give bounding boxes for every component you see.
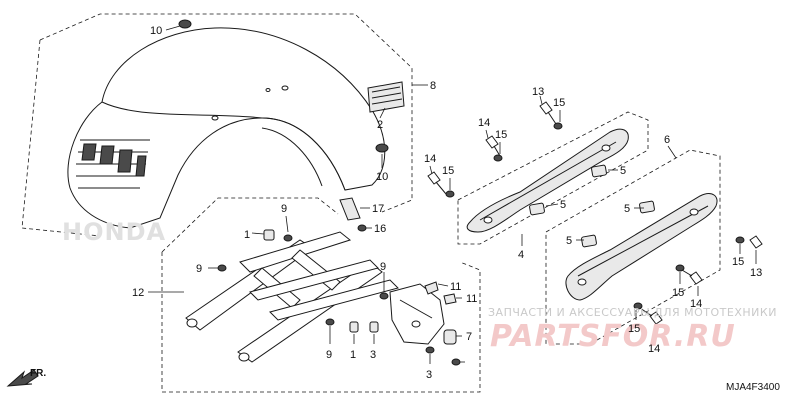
side-rail-6 bbox=[565, 193, 718, 301]
callout-9: 9 bbox=[196, 263, 202, 275]
callout-13: 13 bbox=[750, 267, 762, 279]
callout-5: 5 bbox=[624, 203, 630, 215]
pad-5d bbox=[581, 234, 597, 248]
rear-fender-assembly: HONDA bbox=[21, 13, 428, 246]
bolt-13-b bbox=[749, 235, 763, 249]
callout-14: 14 bbox=[424, 153, 436, 165]
callout-17: 17 bbox=[372, 203, 384, 215]
callout-3: 3 bbox=[426, 369, 432, 381]
watermark-text: ЗАПЧАСТИ И АКСЕССУАРЫ ДЛЯ МОТОТЕХНИКИ bbox=[488, 306, 777, 319]
callout-1: 1 bbox=[244, 229, 250, 241]
clip-11-bottom bbox=[443, 293, 457, 305]
callout-5: 5 bbox=[560, 199, 566, 211]
clip-11-top bbox=[424, 281, 439, 295]
callout-15: 15 bbox=[442, 165, 454, 177]
callout-15: 15 bbox=[732, 256, 744, 268]
washer-9-left bbox=[217, 264, 227, 272]
callout-15: 15 bbox=[628, 323, 640, 335]
side-bracket bbox=[389, 283, 445, 345]
callout-15: 15 bbox=[672, 287, 684, 299]
watermark-logo: PARTSFOR.RU bbox=[490, 319, 736, 354]
fender-frame-assembly bbox=[148, 197, 481, 393]
cap-1-bottom bbox=[349, 321, 359, 333]
bolt-14-d bbox=[649, 311, 663, 325]
callout-15: 15 bbox=[495, 129, 507, 141]
washer-9-top bbox=[283, 234, 293, 242]
bracket-17 bbox=[339, 197, 361, 221]
callout-2: 2 bbox=[377, 119, 383, 131]
direction-label: FR. bbox=[30, 368, 46, 379]
fender-grille bbox=[76, 139, 150, 189]
bolt-14-c bbox=[689, 271, 703, 285]
pad-5b bbox=[529, 202, 545, 216]
pad-5a bbox=[591, 164, 607, 178]
honda-brand-mark: HONDA bbox=[62, 218, 166, 246]
washer-9-bottom bbox=[325, 318, 335, 326]
collar-3-low bbox=[425, 346, 435, 354]
callout-9: 9 bbox=[326, 349, 332, 361]
washer-15-top bbox=[553, 122, 563, 130]
washer-9-low bbox=[451, 358, 461, 366]
washer-15-b bbox=[445, 190, 455, 198]
grommet-10-bottom bbox=[375, 143, 389, 153]
callout-4: 4 bbox=[518, 249, 524, 261]
callout-3: 3 bbox=[370, 349, 376, 361]
callout-11: 11 bbox=[466, 293, 477, 305]
callout-8: 8 bbox=[430, 80, 436, 92]
callout-14: 14 bbox=[690, 298, 702, 310]
arrow-icon bbox=[6, 369, 39, 387]
collar-3 bbox=[369, 321, 379, 333]
bolt-14-b bbox=[427, 171, 441, 185]
callout-11: 11 bbox=[450, 281, 461, 293]
washer-15-d bbox=[675, 264, 685, 272]
bolt-14-a bbox=[485, 135, 499, 149]
diagram-code: MJA4F3400 bbox=[726, 382, 780, 393]
callout-9: 9 bbox=[281, 203, 287, 215]
callout-10: 10 bbox=[376, 171, 388, 183]
callout-12: 12 bbox=[132, 287, 144, 299]
washer-9-right bbox=[379, 292, 389, 300]
reflector bbox=[367, 81, 405, 113]
cap-1-top bbox=[263, 229, 275, 241]
callout-13: 13 bbox=[532, 86, 544, 98]
callout-14: 14 bbox=[478, 117, 490, 129]
pad-5c bbox=[639, 200, 655, 214]
callout-15: 15 bbox=[553, 97, 565, 109]
callout-5: 5 bbox=[620, 165, 626, 177]
callout-10: 10 bbox=[150, 25, 162, 37]
washer-15-c bbox=[735, 236, 745, 244]
callout-9: 9 bbox=[380, 261, 386, 273]
callout-6: 6 bbox=[664, 134, 670, 146]
callout-16: 16 bbox=[374, 223, 386, 235]
bolt-13-top bbox=[539, 101, 553, 115]
callout-1: 1 bbox=[350, 349, 356, 361]
side-rail-4-assembly bbox=[427, 95, 649, 246]
washer-15-e bbox=[633, 302, 643, 310]
side-rail-6-assembly bbox=[545, 145, 763, 345]
washer-15-a bbox=[493, 154, 503, 162]
front-direction-arrow: FR. bbox=[6, 368, 46, 387]
collar-7 bbox=[443, 329, 457, 345]
callout-5: 5 bbox=[566, 235, 572, 247]
grommet-10-top bbox=[178, 19, 192, 29]
callout-14: 14 bbox=[648, 343, 660, 355]
callout-labels: 10 8 2 10 13 15 14 15 14 15 5 5 4 6 5 5 … bbox=[132, 25, 762, 381]
callout-7: 7 bbox=[466, 331, 472, 343]
bolt-16 bbox=[357, 224, 367, 232]
